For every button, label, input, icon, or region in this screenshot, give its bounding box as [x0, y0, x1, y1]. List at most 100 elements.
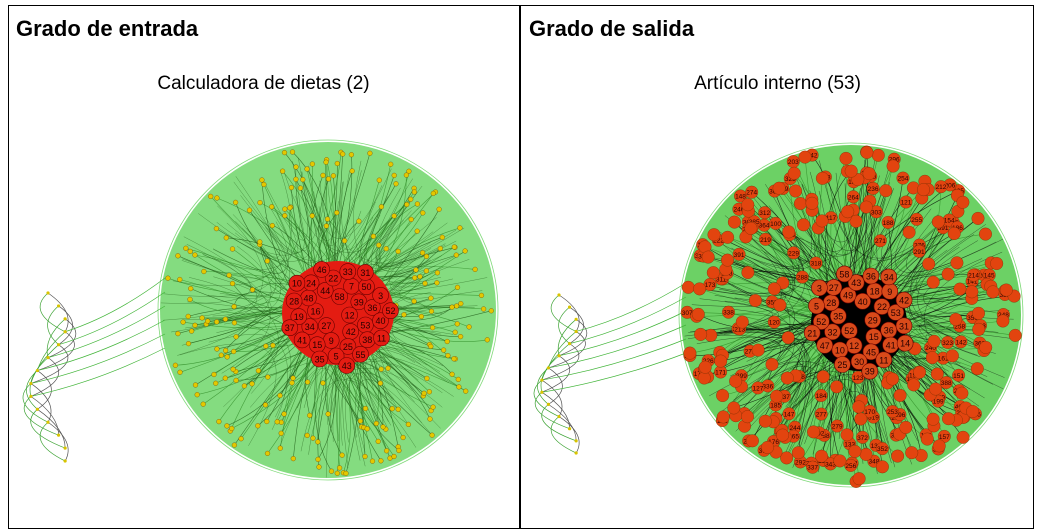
peripheral-node — [395, 406, 401, 412]
core-node-label: 5 — [334, 352, 339, 362]
satellite-node — [56, 304, 61, 308]
peripheral-node-label: 212 — [936, 184, 947, 191]
peripheral-node-label: 236 — [868, 186, 879, 193]
panel-title: Grado de entrada — [16, 16, 199, 41]
peripheral-node — [759, 232, 772, 246]
peripheral-node — [213, 226, 219, 232]
panel-subtitle: Artículo interno (53) — [694, 73, 861, 94]
peripheral-node-label: 188 — [883, 220, 894, 227]
peripheral-node — [325, 176, 332, 182]
peripheral-node-label: 127 — [752, 385, 763, 392]
satellite-node — [56, 433, 61, 437]
peripheral-node-label: 240 — [925, 345, 936, 352]
peripheral-node — [405, 421, 411, 427]
peripheral-node — [424, 375, 430, 381]
peripheral-node — [1008, 328, 1022, 342]
peripheral-node-label: 173 — [705, 282, 716, 289]
peripheral-node — [934, 180, 948, 194]
core-node-label: 43 — [851, 278, 861, 288]
core-node — [339, 263, 357, 280]
peripheral-node-label: 288 — [797, 275, 808, 282]
core-node-label: 3 — [817, 283, 822, 293]
peripheral-node — [289, 149, 296, 155]
peripheral-node-label: 256 — [845, 463, 856, 470]
core-node-label: 10 — [835, 346, 845, 356]
peripheral-node — [986, 285, 1000, 299]
core-node-label: 15 — [312, 340, 322, 350]
peripheral-node — [787, 166, 801, 180]
peripheral-node — [697, 371, 711, 385]
satellite-node — [63, 330, 67, 334]
peripheral-node-label: 258 — [954, 323, 965, 330]
core-node — [847, 274, 865, 291]
peripheral-node — [816, 370, 830, 384]
core-node-label: 19 — [294, 312, 304, 322]
peripheral-node — [192, 382, 199, 388]
core-node — [808, 297, 825, 315]
peripheral-node — [846, 190, 860, 204]
peripheral-node — [373, 420, 379, 427]
peripheral-node-label: 100 — [770, 221, 781, 228]
peripheral-node — [328, 468, 335, 474]
peripheral-node — [881, 215, 895, 229]
core-node — [313, 261, 330, 278]
satellite-node — [567, 305, 572, 309]
peripheral-node — [389, 406, 395, 412]
core-node — [290, 308, 308, 325]
peripheral-node — [457, 225, 463, 231]
peripheral-node — [979, 227, 992, 241]
satellite-node — [46, 291, 50, 295]
peripheral-node — [770, 389, 784, 403]
peripheral-node-label: 291 — [914, 249, 925, 256]
core-node — [301, 318, 319, 335]
core-node — [880, 268, 898, 286]
peripheral-node — [316, 464, 322, 470]
peripheral-node — [421, 390, 427, 396]
peripheral-node-label: 214 — [968, 273, 979, 280]
peripheral-node — [852, 400, 866, 414]
peripheral-node — [955, 386, 969, 400]
peripheral-node-label: 154 — [944, 218, 955, 225]
peripheral-node — [805, 196, 819, 210]
satellite-node — [557, 414, 561, 419]
peripheral-node — [972, 306, 985, 320]
peripheral-node — [414, 228, 420, 234]
peripheral-node — [309, 161, 315, 167]
peripheral-node — [274, 419, 280, 425]
peripheral-node — [259, 177, 265, 183]
core-node-label: 31 — [899, 321, 909, 331]
peripheral-node — [201, 268, 207, 275]
peripheral-node — [456, 384, 462, 390]
core-node — [288, 274, 306, 292]
peripheral-node — [455, 376, 461, 382]
core-node-label: 5 — [814, 301, 819, 311]
peripheral-node — [478, 292, 485, 298]
peripheral-node-label: 137 — [779, 394, 790, 401]
peripheral-node — [701, 250, 715, 264]
peripheral-node — [185, 341, 192, 347]
peripheral-node — [406, 168, 412, 174]
core-node — [829, 307, 847, 325]
peripheral-node — [349, 168, 355, 174]
peripheral-node — [304, 432, 310, 438]
peripheral-node — [698, 360, 712, 374]
peripheral-node — [830, 380, 844, 394]
peripheral-node — [391, 172, 397, 178]
peripheral-node — [180, 319, 186, 325]
peripheral-node — [249, 287, 256, 293]
peripheral-node — [315, 439, 321, 445]
peripheral-node — [795, 270, 809, 284]
core-node — [372, 286, 389, 304]
peripheral-node — [859, 447, 873, 461]
core-node-label: 18 — [870, 286, 880, 296]
out-degree-network-graph: 2052712443913033592762921483732281893241… — [533, 142, 1024, 488]
core-node — [895, 317, 913, 335]
peripheral-node — [320, 172, 326, 178]
peripheral-node — [956, 195, 970, 209]
peripheral-node — [896, 171, 910, 185]
core-node — [824, 323, 841, 341]
peripheral-node — [972, 322, 986, 336]
core-node — [896, 334, 914, 352]
core-node-label: 41 — [297, 335, 307, 345]
